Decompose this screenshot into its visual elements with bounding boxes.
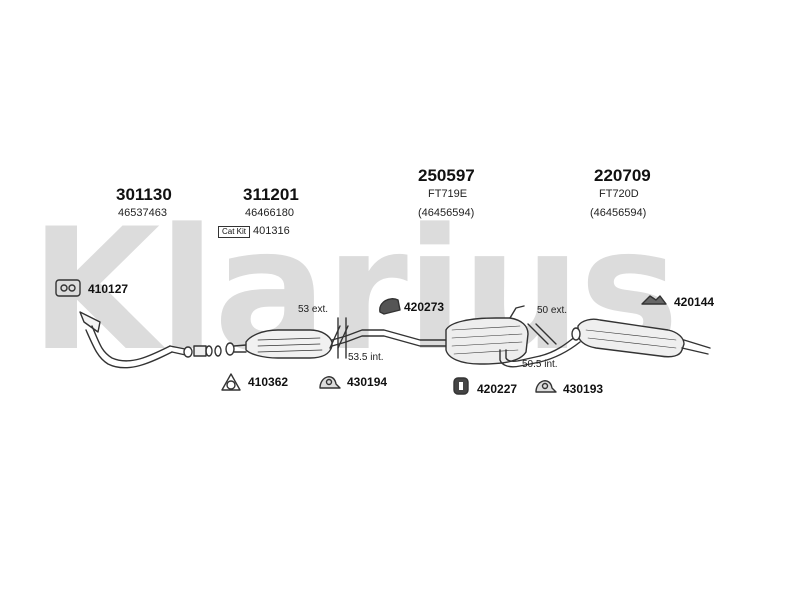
bracket-mount-icon[interactable] bbox=[641, 295, 667, 305]
fitting-420227[interactable]: 420227 bbox=[477, 382, 518, 396]
rubber-hanger-icon[interactable] bbox=[379, 298, 401, 315]
joint-1-int-dim: 53.5 int. bbox=[348, 352, 384, 363]
middle-silencer-drawing[interactable] bbox=[445, 305, 541, 368]
joint-2-marker bbox=[527, 323, 557, 345]
part-number-catalyst[interactable]: 311201 bbox=[243, 185, 299, 204]
fitting-430193[interactable]: 430193 bbox=[563, 382, 604, 396]
joint-2-ext-dim: 50 ext. bbox=[537, 305, 568, 316]
rubber-mount-icon-430194[interactable] bbox=[319, 376, 341, 389]
oem-middle-silencer: (46456594) bbox=[418, 207, 475, 219]
rubber-ring-icon[interactable] bbox=[453, 377, 469, 395]
joint-2-int-dim: 50.5 int. bbox=[522, 359, 558, 370]
rubber-mount-icon-430193[interactable] bbox=[535, 380, 557, 393]
joint-1-marker bbox=[329, 317, 349, 359]
intermediate-pipe-drawing[interactable] bbox=[345, 329, 447, 347]
part-number-middle-silencer[interactable]: 250597 bbox=[418, 166, 475, 185]
oem-number-catalyst: 46466180 bbox=[245, 207, 294, 219]
rear-silencer-drawing[interactable] bbox=[539, 318, 711, 363]
part-number-front-pipe[interactable]: 301130 bbox=[116, 185, 172, 204]
ref-rear-silencer: FT720D bbox=[599, 188, 639, 200]
oem-number-front-pipe: 46537463 bbox=[118, 207, 167, 219]
cat-kit-number[interactable]: 401316 bbox=[253, 225, 290, 237]
part-number-rear-silencer[interactable]: 220709 bbox=[594, 166, 651, 185]
catalyst-drawing[interactable] bbox=[245, 329, 347, 359]
front-pipe-drawing[interactable] bbox=[79, 311, 247, 369]
oem-rear-silencer: (46456594) bbox=[590, 207, 647, 219]
ref-middle-silencer: FT719E bbox=[428, 188, 468, 200]
cat-kit-badge: Cat Kit bbox=[218, 226, 251, 238]
fitting-430194[interactable]: 430194 bbox=[347, 375, 388, 389]
brand-watermark: Klarius bbox=[30, 192, 679, 388]
fitting-410362[interactable]: 410362 bbox=[248, 375, 289, 389]
fitting-420144[interactable]: 420144 bbox=[674, 295, 715, 309]
triangle-gasket-icon[interactable] bbox=[221, 373, 241, 391]
joint-1-ext-dim: 53 ext. bbox=[298, 304, 329, 315]
flange-gasket-icon[interactable] bbox=[55, 279, 81, 297]
fitting-410127[interactable]: 410127 bbox=[88, 282, 129, 296]
fitting-420273[interactable]: 420273 bbox=[404, 300, 445, 314]
